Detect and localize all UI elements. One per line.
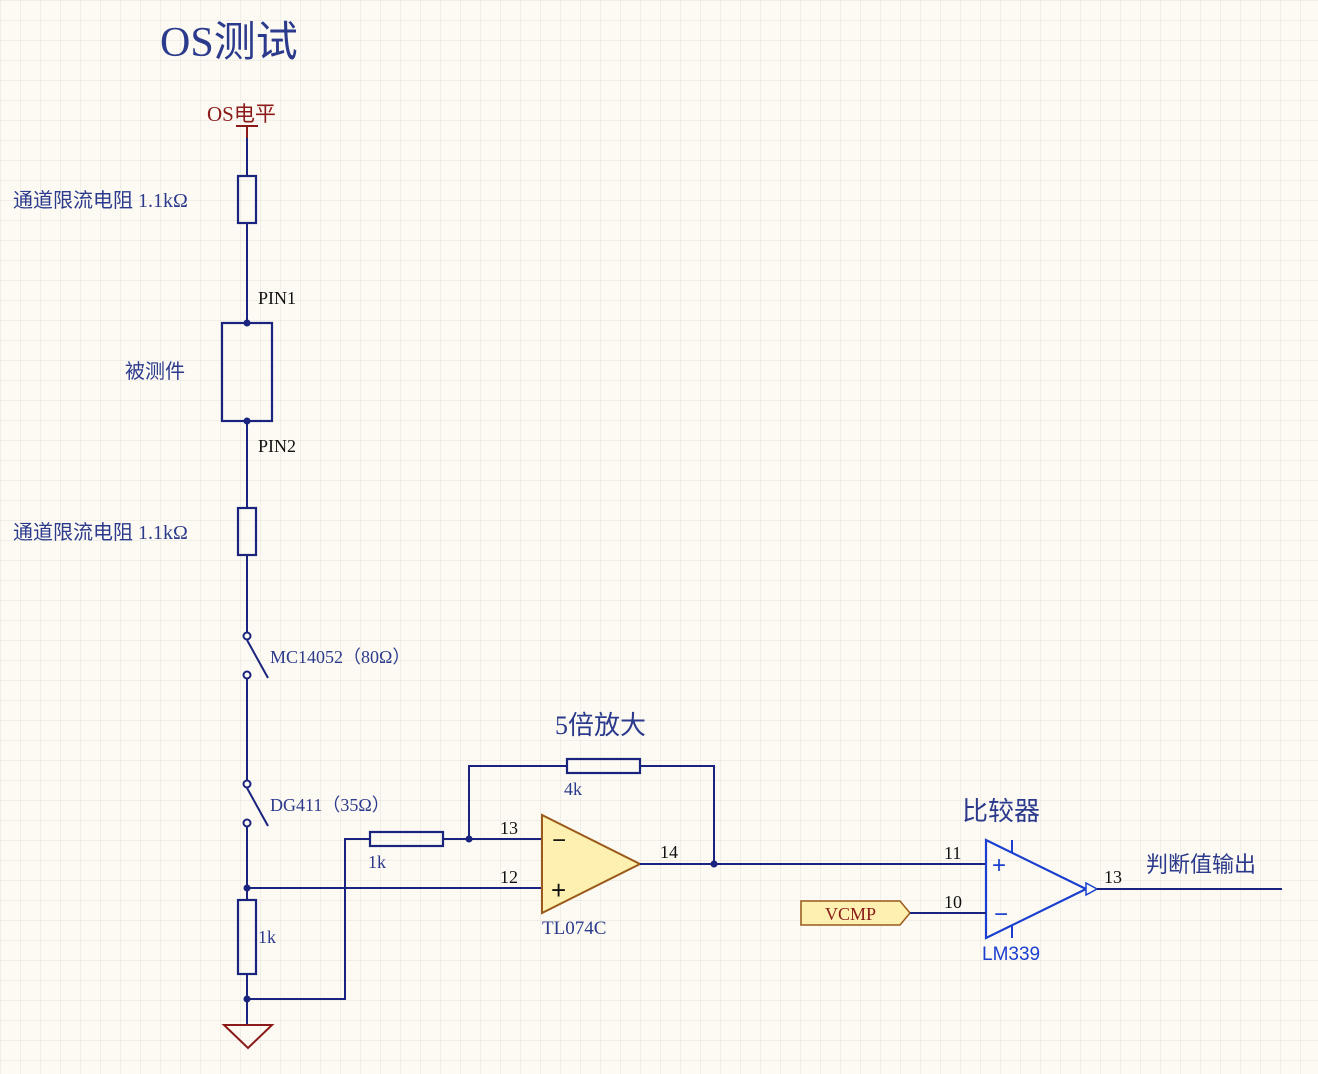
wire-feedback-right	[640, 765, 715, 864]
pin1-label: PIN1	[258, 288, 296, 308]
comp-title: 比较器	[962, 797, 1040, 826]
comp-pin10: 10	[944, 892, 962, 912]
comp-pin11: 11	[944, 843, 961, 863]
comp-minus-sign: −	[994, 901, 1008, 928]
opamp-minus-sign: −	[552, 827, 566, 854]
resistor-ground-label: 1k	[258, 927, 276, 947]
power-label: OS电平	[207, 102, 276, 126]
page-title: OS测试	[160, 20, 298, 66]
switch-mc14052	[242, 631, 269, 680]
output-label: 判断值输出	[1146, 852, 1256, 877]
feedback-label: 4k	[564, 779, 582, 799]
opamp-part-label: TL074C	[542, 918, 606, 939]
opamp-pin14: 14	[660, 842, 678, 862]
opamp-pin13: 13	[500, 818, 518, 838]
comp-plus-sign: +	[992, 852, 1006, 879]
opamp-plus-sign: +	[551, 875, 566, 905]
vcmp-label: VCMP	[825, 904, 876, 924]
comp-part-label: LM339	[982, 944, 1040, 965]
resistor-bottom-label: 通道限流电阻 1.1kΩ	[13, 521, 188, 544]
switch2-label: DG411（35Ω）	[270, 795, 390, 815]
opamp-pin12: 12	[500, 867, 518, 887]
comparator-lm339: + −	[984, 838, 1099, 940]
power-port: OS电平	[207, 102, 276, 138]
switch-dg411	[242, 779, 269, 828]
wire-ground-return	[247, 838, 370, 1000]
comp-pin13: 13	[1104, 867, 1122, 887]
amp-title: 5倍放大	[555, 711, 646, 740]
pin2-label: PIN2	[258, 436, 296, 456]
resistor-input-label: 1k	[368, 852, 386, 872]
junction-amp-out	[710, 860, 718, 868]
switch1-label: MC14052（80Ω）	[270, 647, 410, 667]
vcmp-port: VCMP	[800, 900, 911, 926]
dut-label: 被测件	[125, 360, 185, 383]
opamp-tl074c: − +	[541, 813, 643, 915]
ground-icon	[221, 1024, 275, 1050]
wire-feedback-left	[468, 765, 567, 839]
resistor-top-label: 通道限流电阻 1.1kΩ	[13, 189, 188, 212]
